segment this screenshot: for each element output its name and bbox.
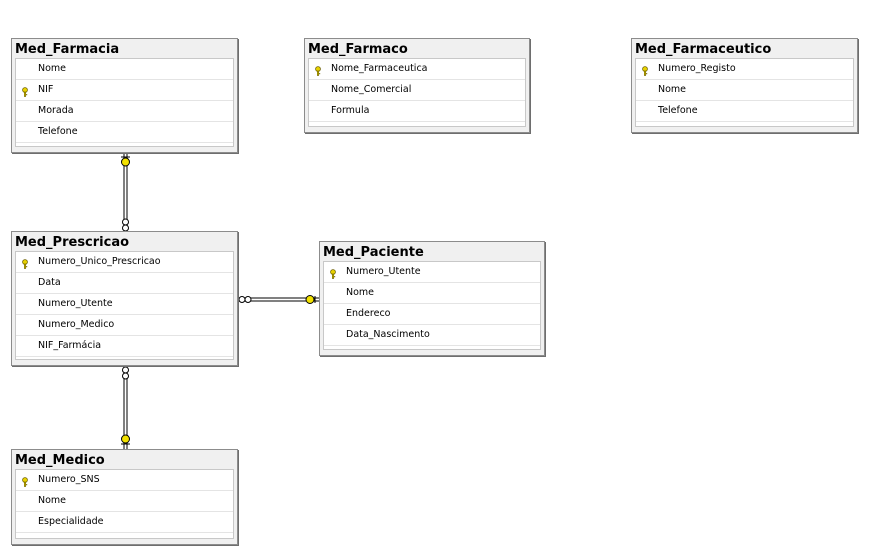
column-row[interactable]: Numero_Registo — [636, 59, 853, 80]
key-slot — [20, 278, 30, 288]
relationship-farmacia-prescricao[interactable] — [121, 152, 130, 232]
column-row[interactable]: NIF — [16, 80, 233, 101]
column-name: Endereco — [346, 308, 391, 319]
column-row[interactable]: Telefone — [16, 122, 233, 143]
column-name: Nome_Comercial — [331, 84, 412, 95]
column-name: Numero_SNS — [38, 474, 100, 485]
column-row[interactable]: Nome — [16, 59, 233, 80]
key-slot — [328, 288, 338, 298]
column-name: Numero_Medico — [38, 319, 115, 330]
column-row[interactable]: Endereco — [324, 304, 540, 325]
column-name: Nome — [346, 287, 375, 298]
column-row[interactable]: Nome — [636, 80, 853, 101]
column-name: Morada — [38, 105, 74, 116]
key-slot — [20, 106, 30, 116]
column-name: Nome_Farmaceutica — [331, 63, 428, 74]
key-slot — [328, 309, 338, 319]
table-title[interactable]: Med_Farmacia — [15, 42, 120, 57]
table-title[interactable]: Med_Farmaco — [308, 42, 408, 57]
key-slot — [20, 341, 30, 351]
table-title[interactable]: Med_Medico — [15, 453, 105, 468]
relationship-prescricao-medico[interactable] — [121, 365, 130, 449]
key-slot — [20, 496, 30, 506]
column-name: Numero_Utente — [38, 298, 113, 309]
column-row[interactable]: Data — [16, 273, 233, 294]
column-row[interactable]: Nome_Farmaceutica — [309, 59, 525, 80]
infinity-end-connector — [122, 366, 129, 380]
column-name: Nome — [38, 63, 67, 74]
column-name: Numero_Unico_Prescricao — [38, 256, 161, 267]
table-title[interactable]: Med_Farmaceutico — [635, 42, 772, 57]
column-row[interactable]: NIF_Farmácia — [16, 336, 233, 357]
column-name: Nome — [38, 495, 67, 506]
primary-key-icon — [640, 64, 650, 76]
column-name: Especialidade — [38, 516, 104, 527]
column-row[interactable]: Numero_Utente — [324, 262, 540, 283]
key-slot — [640, 106, 650, 116]
column-name: Nome — [658, 84, 687, 95]
primary-key-icon — [20, 85, 30, 97]
table-title[interactable]: Med_Prescricao — [15, 235, 130, 250]
column-name: Telefone — [658, 105, 698, 116]
key-slot — [20, 320, 30, 330]
key-slot — [313, 106, 323, 116]
relationship-prescricao-paciente[interactable] — [237, 295, 320, 304]
column-row[interactable]: Nome_Comercial — [309, 80, 525, 101]
column-row[interactable]: Numero_SNS — [16, 470, 233, 491]
key-slot — [20, 127, 30, 137]
key-slot — [20, 299, 30, 309]
column-row[interactable]: Numero_Unico_Prescricao — [16, 252, 233, 273]
key-slot — [20, 517, 30, 527]
key-slot — [20, 64, 30, 74]
column-name: Telefone — [38, 126, 78, 137]
column-name: NIF — [38, 84, 54, 95]
column-name: Formula — [331, 105, 370, 116]
column-name: Data_Nascimento — [346, 329, 430, 340]
column-row[interactable]: Nome — [16, 491, 233, 512]
infinity-end-connector — [238, 296, 252, 303]
key-slot — [640, 85, 650, 95]
key-end-connector — [121, 434, 130, 445]
key-slot — [328, 330, 338, 340]
primary-key-icon — [20, 257, 30, 269]
column-row[interactable]: Numero_Medico — [16, 315, 233, 336]
column-name: NIF_Farmácia — [38, 340, 102, 351]
column-row[interactable]: Nome — [324, 283, 540, 304]
column-row[interactable]: Data_Nascimento — [324, 325, 540, 346]
key-slot — [313, 85, 323, 95]
primary-key-icon — [313, 64, 323, 76]
column-name: Data — [38, 277, 61, 288]
primary-key-icon — [20, 475, 30, 487]
column-row[interactable]: Morada — [16, 101, 233, 122]
primary-key-icon — [328, 267, 338, 279]
column-row[interactable]: Formula — [309, 101, 525, 122]
table-title[interactable]: Med_Paciente — [323, 245, 424, 260]
column-row[interactable]: Telefone — [636, 101, 853, 122]
key-end-connector — [305, 295, 316, 304]
column-name: Numero_Utente — [346, 266, 421, 277]
column-row[interactable]: Numero_Utente — [16, 294, 233, 315]
infinity-end-connector — [122, 218, 129, 232]
key-end-connector — [121, 156, 130, 167]
column-name: Numero_Registo — [658, 63, 736, 74]
column-row[interactable]: Especialidade — [16, 512, 233, 533]
